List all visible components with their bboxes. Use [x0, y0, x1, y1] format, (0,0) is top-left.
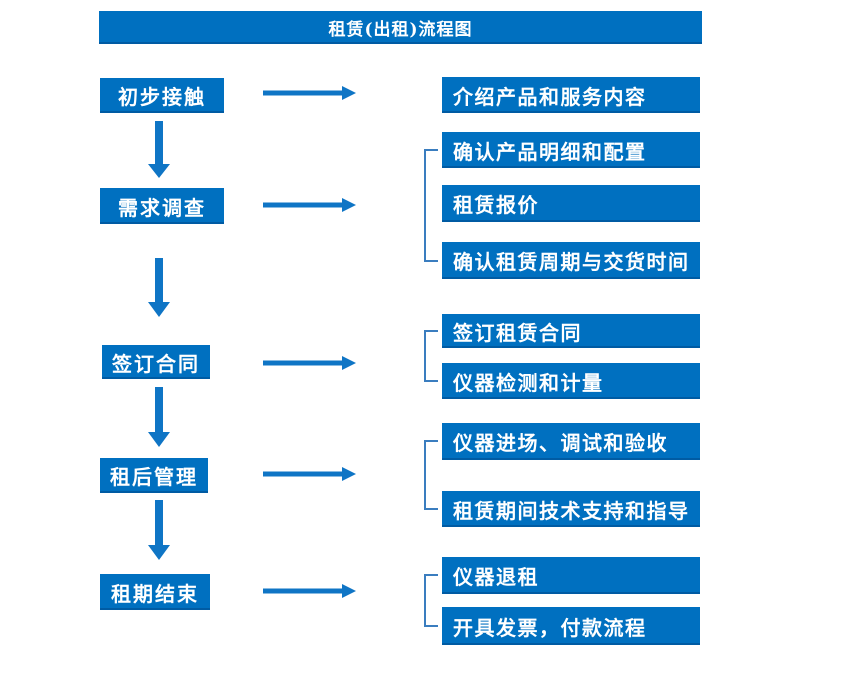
group-bracket-2	[424, 330, 438, 382]
step-box-initial-contact: 初步接触	[100, 78, 224, 113]
step-box-demand-survey: 需求调查	[100, 188, 224, 224]
arrow-down-icon-1	[148, 121, 170, 178]
arrow-right-icon-5	[263, 584, 356, 598]
detail-box-instrument-testing: 仪器检测和计量	[442, 363, 700, 399]
detail-box-introduce-products: 介绍产品和服务内容	[442, 77, 700, 113]
detail-box-sign-rental-contract: 签订租赁合同	[442, 314, 700, 348]
step-box-post-rental-management: 租后管理	[100, 458, 208, 493]
arrow-right-icon-4	[263, 467, 356, 481]
detail-box-rental-quote: 租赁报价	[442, 185, 700, 222]
arrow-down-icon-2	[148, 258, 170, 317]
detail-box-confirm-period-delivery: 确认租赁周期与交货时间	[442, 242, 700, 279]
page-title: 租赁(出租)流程图	[328, 20, 473, 40]
arrow-right-icon-2	[263, 198, 356, 212]
group-bracket-4	[424, 574, 438, 627]
step-box-rental-end: 租期结束	[100, 574, 210, 610]
detail-box-instrument-return: 仪器退租	[442, 557, 700, 594]
arrow-down-icon-3	[148, 387, 170, 447]
title-bar: 租赁(出租)流程图	[99, 11, 702, 44]
detail-box-instrument-setup-acceptance: 仪器进场、调试和验收	[442, 423, 700, 460]
detail-box-confirm-product-details: 确认产品明细和配置	[442, 132, 700, 168]
detail-box-technical-support: 租赁期间技术支持和指导	[442, 491, 700, 527]
detail-box-invoice-payment: 开具发票，付款流程	[442, 607, 700, 645]
arrow-down-icon-4	[148, 500, 170, 560]
group-bracket-1	[424, 149, 438, 262]
step-box-sign-contract: 签订合同	[102, 345, 210, 379]
arrow-right-icon-1	[263, 86, 356, 100]
group-bracket-3	[424, 440, 438, 510]
arrow-right-icon-3	[263, 356, 356, 370]
